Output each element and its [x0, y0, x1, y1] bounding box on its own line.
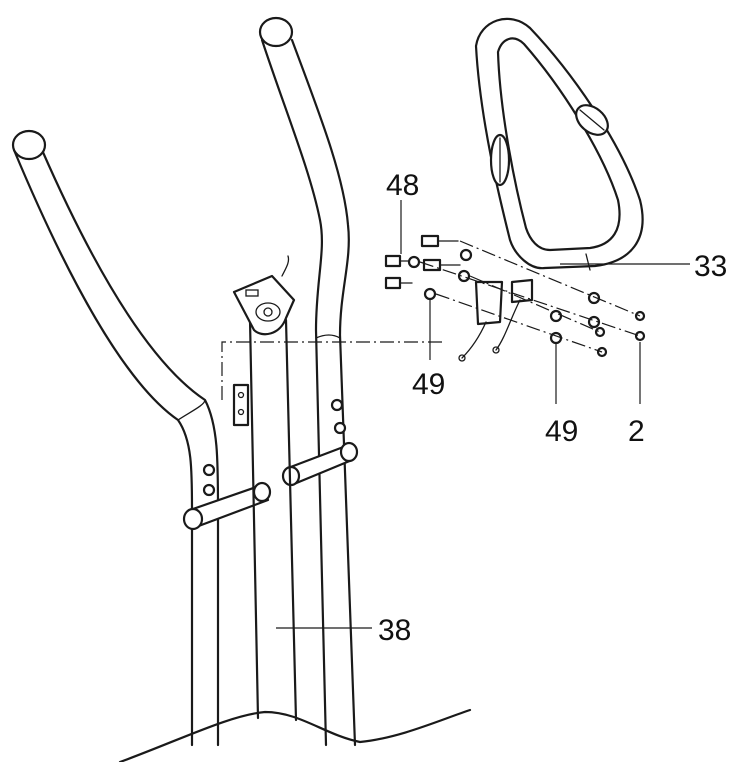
fixed-handlebar: [458, 17, 644, 362]
callout-49-upper: 49: [412, 368, 445, 401]
callout-33: 33: [694, 250, 727, 283]
callout-48: 48: [386, 169, 419, 202]
callout-49-lower: 49: [545, 415, 578, 448]
right-handlebar: [258, 16, 359, 747]
washer-set: [407, 248, 601, 345]
alignment-line-mast: [221, 341, 445, 400]
nut-set: [594, 310, 646, 358]
callout-2: 2: [628, 415, 645, 448]
bolt-set: [384, 234, 461, 290]
callout-38: 38: [378, 614, 411, 647]
hardware-alignment-lines: [419, 240, 641, 353]
left-handlebar: [11, 129, 272, 747]
base-outline: [118, 708, 472, 762]
main-frame-mast: [232, 255, 298, 722]
